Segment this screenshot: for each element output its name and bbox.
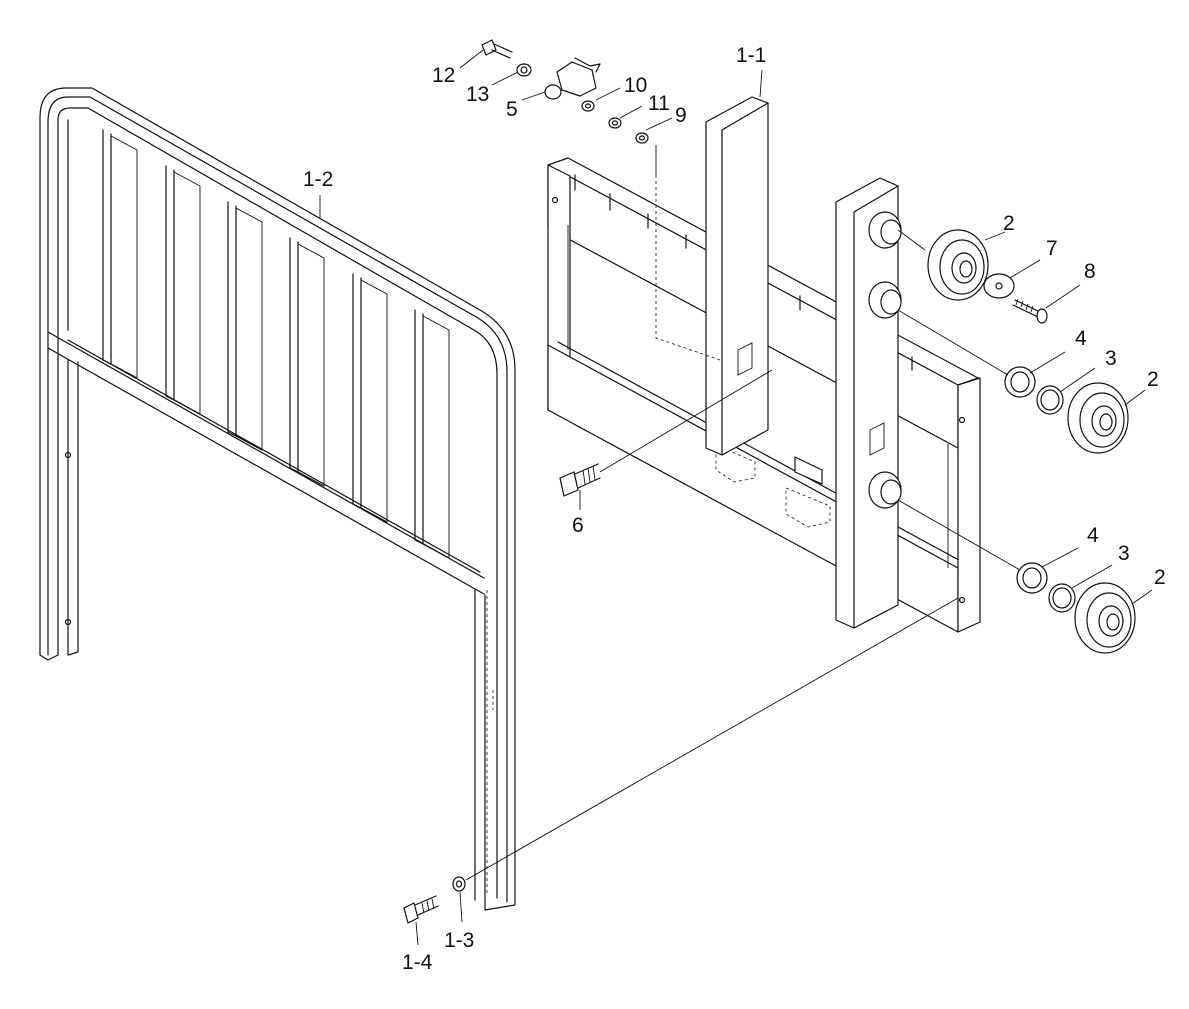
leader-lines: [319, 49, 1153, 946]
backrest-fasteners: [403, 876, 466, 924]
label-3-upper: 3: [1105, 347, 1117, 370]
label-4-upper: 4: [1075, 327, 1087, 350]
label-4-lower: 4: [1087, 524, 1099, 547]
label-1-1: 1-1: [736, 44, 766, 67]
load-backrest: [39, 87, 516, 911]
label-2-middle: 2: [1147, 368, 1159, 391]
carriage-side-plate-1-1: [655, 96, 769, 456]
label-9: 9: [675, 104, 687, 127]
label-3-lower: 3: [1118, 542, 1130, 565]
label-12: 12: [432, 64, 455, 87]
part-callouts: 1-1 1-2 1-3 1-4 2 2 2 3 3 4 4 5 6 7 8 9 …: [303, 44, 1166, 974]
label-11: 11: [648, 92, 670, 115]
label-10: 10: [624, 74, 647, 97]
label-1-4: 1-4: [402, 951, 433, 974]
label-13: 13: [466, 83, 489, 106]
label-8: 8: [1084, 260, 1096, 283]
label-1-2: 1-2: [303, 168, 333, 191]
roller-shafts: [868, 211, 902, 509]
label-2-top: 2: [1003, 212, 1015, 235]
label-5: 5: [506, 98, 518, 121]
bolt-6: [559, 463, 601, 497]
label-7: 7: [1046, 237, 1058, 260]
roller-bearings: [927, 229, 1136, 654]
label-6: 6: [572, 514, 584, 537]
top-hardware: [481, 39, 649, 144]
backrest-pales: [102, 129, 450, 559]
label-1-3: 1-3: [444, 929, 474, 952]
washers-and-shims: [983, 273, 1076, 613]
label-2-bottom: 2: [1154, 566, 1166, 589]
screw-8: [1012, 298, 1048, 324]
